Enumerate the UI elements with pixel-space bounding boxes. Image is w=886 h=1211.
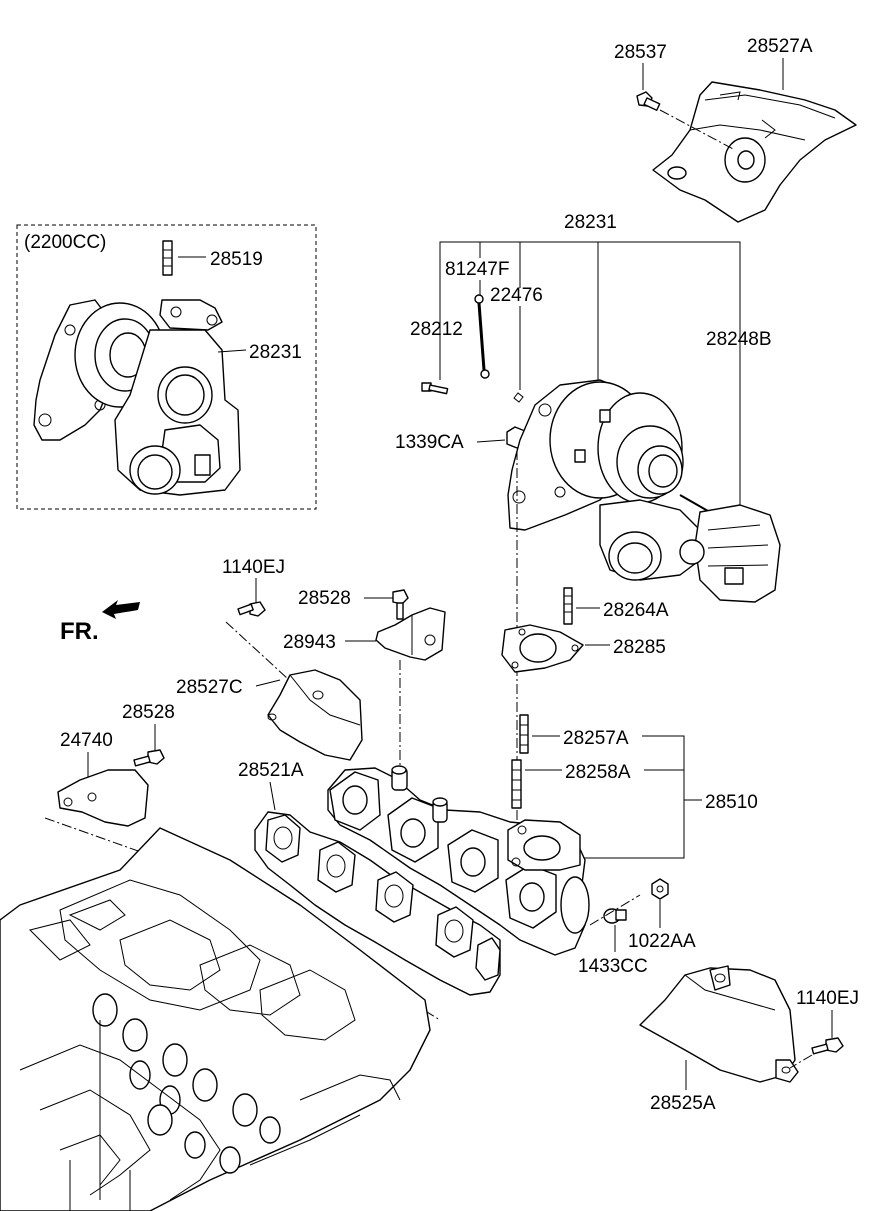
gasket-28521A [254,811,501,996]
callout-28212: 28212 [410,319,463,340]
stud-28257A [519,714,529,754]
callout-28943: 28943 [283,632,336,653]
callout-28510: 28510 [705,792,758,813]
callout-28528-a: 28528 [298,588,351,609]
bolt-28212 [421,382,449,395]
exhaust-manifold-28510 [327,765,590,956]
heat-shield-28527A [652,81,857,223]
nut-1022AA [651,878,669,900]
callout-28537: 28537 [614,42,667,63]
inset-turbocharger [33,240,241,496]
variant-label: (2200CC) [24,232,106,253]
callout-1433CC: 1433CC [578,956,648,977]
callout-22476: 22476 [490,285,543,306]
callout-28257A: 28257A [563,728,629,749]
clip-22476 [513,392,524,403]
callout-28521A: 28521A [238,760,304,781]
callout-28285: 28285 [613,637,666,658]
callout-1339CA: 1339CA [395,432,464,453]
callout-28519: 28519 [210,249,263,270]
stud-28264A [563,587,573,625]
callout-28248B: 28248B [706,329,772,350]
gasket-28285 [501,624,584,673]
callout-28525A: 28525A [650,1093,716,1114]
bracket-28943 [375,607,446,661]
bolt-28528-a [392,589,409,620]
callout-1140EJ-b: 1140EJ [796,988,859,1009]
callout-28527C: 28527C [176,677,243,698]
turbocharger-main [507,379,781,603]
bolt-1140EJ-a [237,601,266,617]
heat-shield-28527C [267,669,363,761]
callout-1140EJ-a: 1140EJ [222,557,285,578]
nut-1433CC [603,908,627,924]
callout-28264A: 28264A [603,600,669,621]
callout-28231: 28231 [564,212,617,233]
callout-1022AA: 1022AA [628,931,696,952]
bolt-28537 [636,91,661,111]
bolt-28528-b [133,749,165,767]
stud-28258A [511,759,522,809]
cylinder-head [0,827,431,1211]
bracket-24740 [57,769,149,827]
callout-81247F: 81247F [445,259,509,280]
front-direction-label: FR. [60,618,99,645]
callout-28231-inset: 28231 [249,342,302,363]
front-arrow-icon [102,600,140,619]
callout-28527A: 28527A [747,36,813,57]
callout-24740: 24740 [60,730,113,751]
bolt-1140EJ-b [811,1037,844,1055]
heat-shield-28525A [639,965,799,1083]
callout-28528-b: 28528 [122,702,175,723]
callout-28258A: 28258A [565,762,631,783]
variant-inset-box [16,224,317,510]
oil-line-81247F [474,294,490,379]
